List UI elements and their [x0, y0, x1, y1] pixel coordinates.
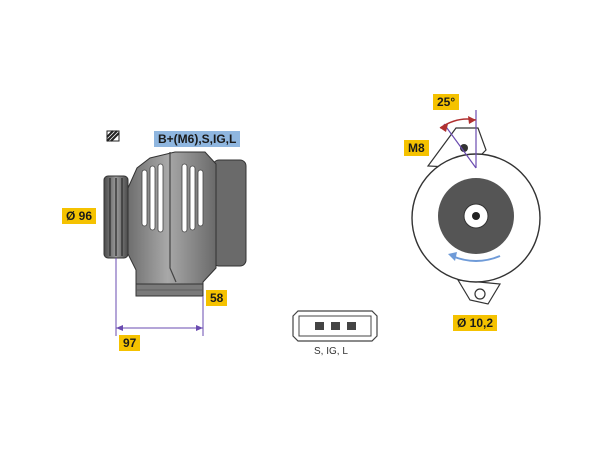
alternator-front-icon	[411, 110, 541, 305]
hatch-symbol-icon	[106, 130, 120, 142]
pulley-icon	[103, 175, 129, 259]
connector-plug-icon	[292, 310, 378, 342]
hole-diameter-label: Ø 10,2	[453, 315, 498, 331]
alternator-body-icon	[127, 151, 247, 297]
dimension-lines	[115, 258, 204, 336]
dimension-58-label: 58	[206, 290, 228, 306]
thread-m8-label: M8	[404, 140, 429, 156]
terminal-spec-label: B+(M6),S,IG,L	[154, 131, 241, 147]
angle-25-label: 25°	[433, 94, 460, 110]
plug-pins-label: S, IG, L	[314, 346, 348, 357]
pulley-diameter-label: Ø 96	[62, 208, 97, 224]
dimension-97-label: 97	[119, 335, 141, 351]
